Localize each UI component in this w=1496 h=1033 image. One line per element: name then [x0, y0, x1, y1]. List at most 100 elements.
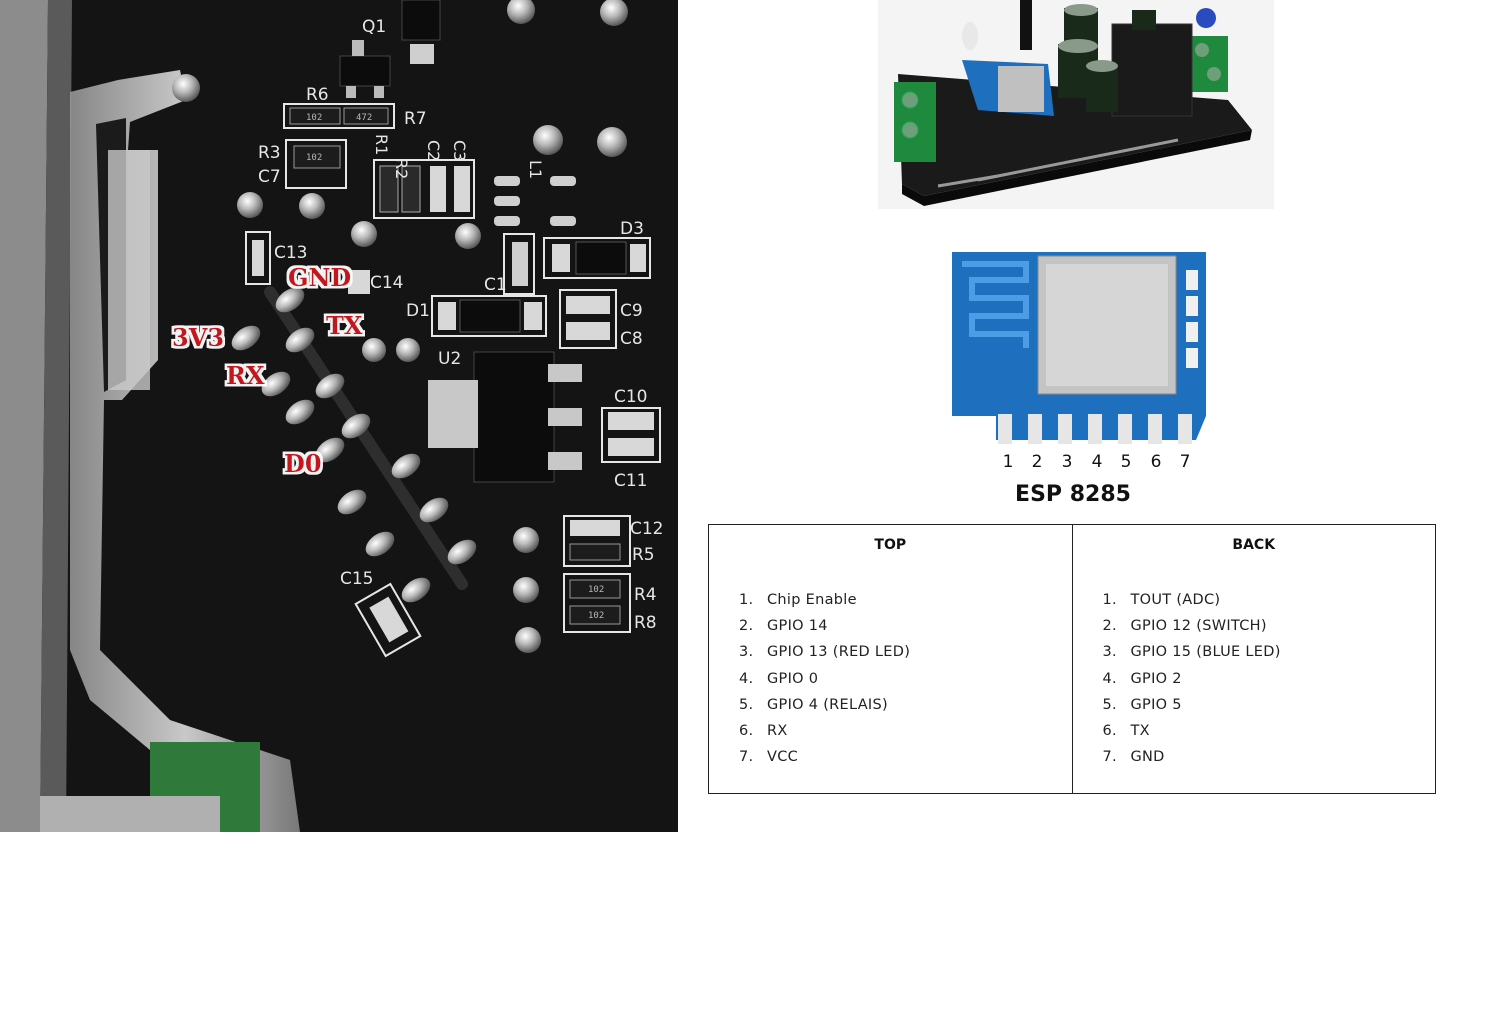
smd-code-102c: 102 [588, 585, 604, 595]
top-pin-list: 1.Chip Enable 2.GPIO 14 3.GPIO 13 (RED L… [739, 587, 910, 770]
back-column: BACK 1.TOUT (ADC) 2.GPIO 12 (SWITCH) 3.G… [1071, 525, 1436, 793]
relay-module-photo [878, 0, 1274, 209]
silk-r1: R1 [372, 134, 391, 155]
list-item: 1.TOUT (ADC) [1102, 592, 1221, 608]
silk-c7: C7 [258, 167, 281, 187]
module-pins [998, 414, 1192, 444]
list-item: 2.GPIO 14 [739, 618, 828, 635]
label-d0: D0 [284, 449, 322, 478]
silk-l1: L1 [526, 160, 545, 179]
silk-c1: C1 [484, 275, 507, 295]
vias [172, 0, 628, 653]
list-item: 3.GPIO 15 (BLUE LED) [1102, 644, 1281, 661]
d3-diode [543, 237, 651, 279]
c13-body [252, 240, 264, 276]
top-pin-7: VCC [767, 749, 799, 766]
silk-r8: R8 [634, 613, 657, 633]
c15-capacitor [354, 582, 422, 658]
pin-number-7: 7 [1180, 452, 1191, 472]
silk-r6: R6 [306, 85, 329, 105]
label-gnd: GND [288, 263, 351, 292]
smd-code-102b: 102 [306, 153, 322, 163]
smd-code-102d: 102 [588, 611, 604, 621]
silk-r3: R3 [258, 143, 281, 163]
c1-capacitor [503, 233, 535, 295]
led [962, 22, 978, 50]
silk-c9: C9 [620, 301, 643, 321]
silk-c11: C11 [614, 471, 648, 491]
d3-body [575, 241, 627, 275]
esp-header-pins [231, 286, 477, 603]
list-item: 2.GPIO 12 (SWITCH) [1102, 618, 1267, 635]
top-pin-4: GPIO 0 [767, 670, 819, 687]
pin-number-3: 3 [1062, 452, 1073, 472]
list-item: 7.GND [1102, 749, 1165, 766]
silk-r5: R5 [632, 545, 655, 565]
r3-outline [285, 139, 347, 189]
list-item: 5.GPIO 5 [1102, 696, 1182, 713]
top-column: TOP 1.Chip Enable 2.GPIO 14 3.GPIO 13 (R… [709, 525, 1072, 793]
r6-r7-resistors [283, 103, 395, 129]
top-pin-1: Chip Enable [767, 592, 857, 608]
silk-u2: U2 [438, 349, 461, 369]
blue-capacitor [1196, 8, 1216, 28]
pcb-antenna [962, 261, 1029, 348]
small-smd-group [373, 159, 475, 219]
electrolytic-capacitors [1058, 4, 1156, 112]
board-trace-b [937, 174, 999, 188]
silk-r4: R4 [634, 585, 657, 605]
back-pin-7: GND [1130, 749, 1165, 766]
back-pin-1: TOUT (ADC) [1130, 592, 1221, 608]
c9-c8-capacitors [559, 289, 617, 349]
silk-c3: C3 [450, 140, 469, 161]
enclosure-inner [40, 0, 72, 832]
pin-number-4: 4 [1092, 452, 1103, 472]
list-item: 6.RX [739, 722, 788, 739]
pin-number-1: 1 [1003, 452, 1014, 472]
silk-c13: C13 [274, 243, 308, 263]
silk-c2: C2 [424, 140, 443, 161]
smd-code-472: 472 [356, 113, 372, 123]
esp-shield [998, 66, 1044, 112]
d1-diode [431, 295, 547, 337]
back-pin-3: GPIO 15 (BLUE LED) [1130, 644, 1281, 661]
d3-pad-b [630, 244, 646, 272]
c13-capacitor [245, 231, 271, 285]
list-item: 6.TX [1102, 722, 1150, 739]
r4-r8-resistors [563, 573, 631, 633]
silk-c14: C14 [370, 273, 404, 293]
back-pin-4: GPIO 2 [1130, 670, 1182, 687]
u2-regulator [428, 351, 582, 483]
pin-number-5: 5 [1121, 452, 1132, 472]
list-item: 4.GPIO 0 [739, 670, 819, 687]
esp8285-module-photo: 1 2 3 4 5 6 7 [952, 252, 1206, 472]
list-item: 4.GPIO 2 [1102, 670, 1182, 687]
silk-q1: Q1 [362, 17, 386, 37]
pad-strip [108, 150, 150, 390]
back-pin-6: TX [1130, 722, 1150, 739]
l1-pads [494, 176, 576, 226]
d1-pad-b [524, 302, 542, 330]
list-item: 5.GPIO 4 (RELAIS) [739, 696, 888, 713]
black-regulator [1020, 0, 1032, 50]
smd-code-102a: 102 [306, 113, 322, 123]
top-ic [401, 0, 441, 41]
silk-c12: C12 [630, 519, 664, 539]
d1-pad-a [438, 302, 456, 330]
side-smd-parts [1186, 270, 1198, 368]
top-pad [410, 44, 434, 64]
pcb-photo: Q1 R6 R7 R3 C7 C13 C14 D1 C1 D3 C9 C8 U2… [0, 0, 678, 832]
silk-r7: R7 [404, 109, 427, 129]
back-header: BACK [1232, 537, 1276, 553]
pinout-table: TOP 1.Chip Enable 2.GPIO 14 3.GPIO 13 (R… [708, 524, 1436, 794]
esp-module-title: ESP 8285 [1015, 482, 1131, 507]
top-header: TOP [874, 537, 907, 553]
list-item: 7.VCC [739, 749, 799, 766]
c1-body [512, 242, 528, 286]
d1-body [459, 299, 521, 333]
top-pin-3: GPIO 13 (RED LED) [767, 644, 911, 661]
relay-body [1111, 23, 1193, 117]
label-tx: TX [326, 311, 363, 340]
list-item: 1.Chip Enable [739, 592, 857, 608]
c10-c11-capacitors [601, 407, 661, 463]
